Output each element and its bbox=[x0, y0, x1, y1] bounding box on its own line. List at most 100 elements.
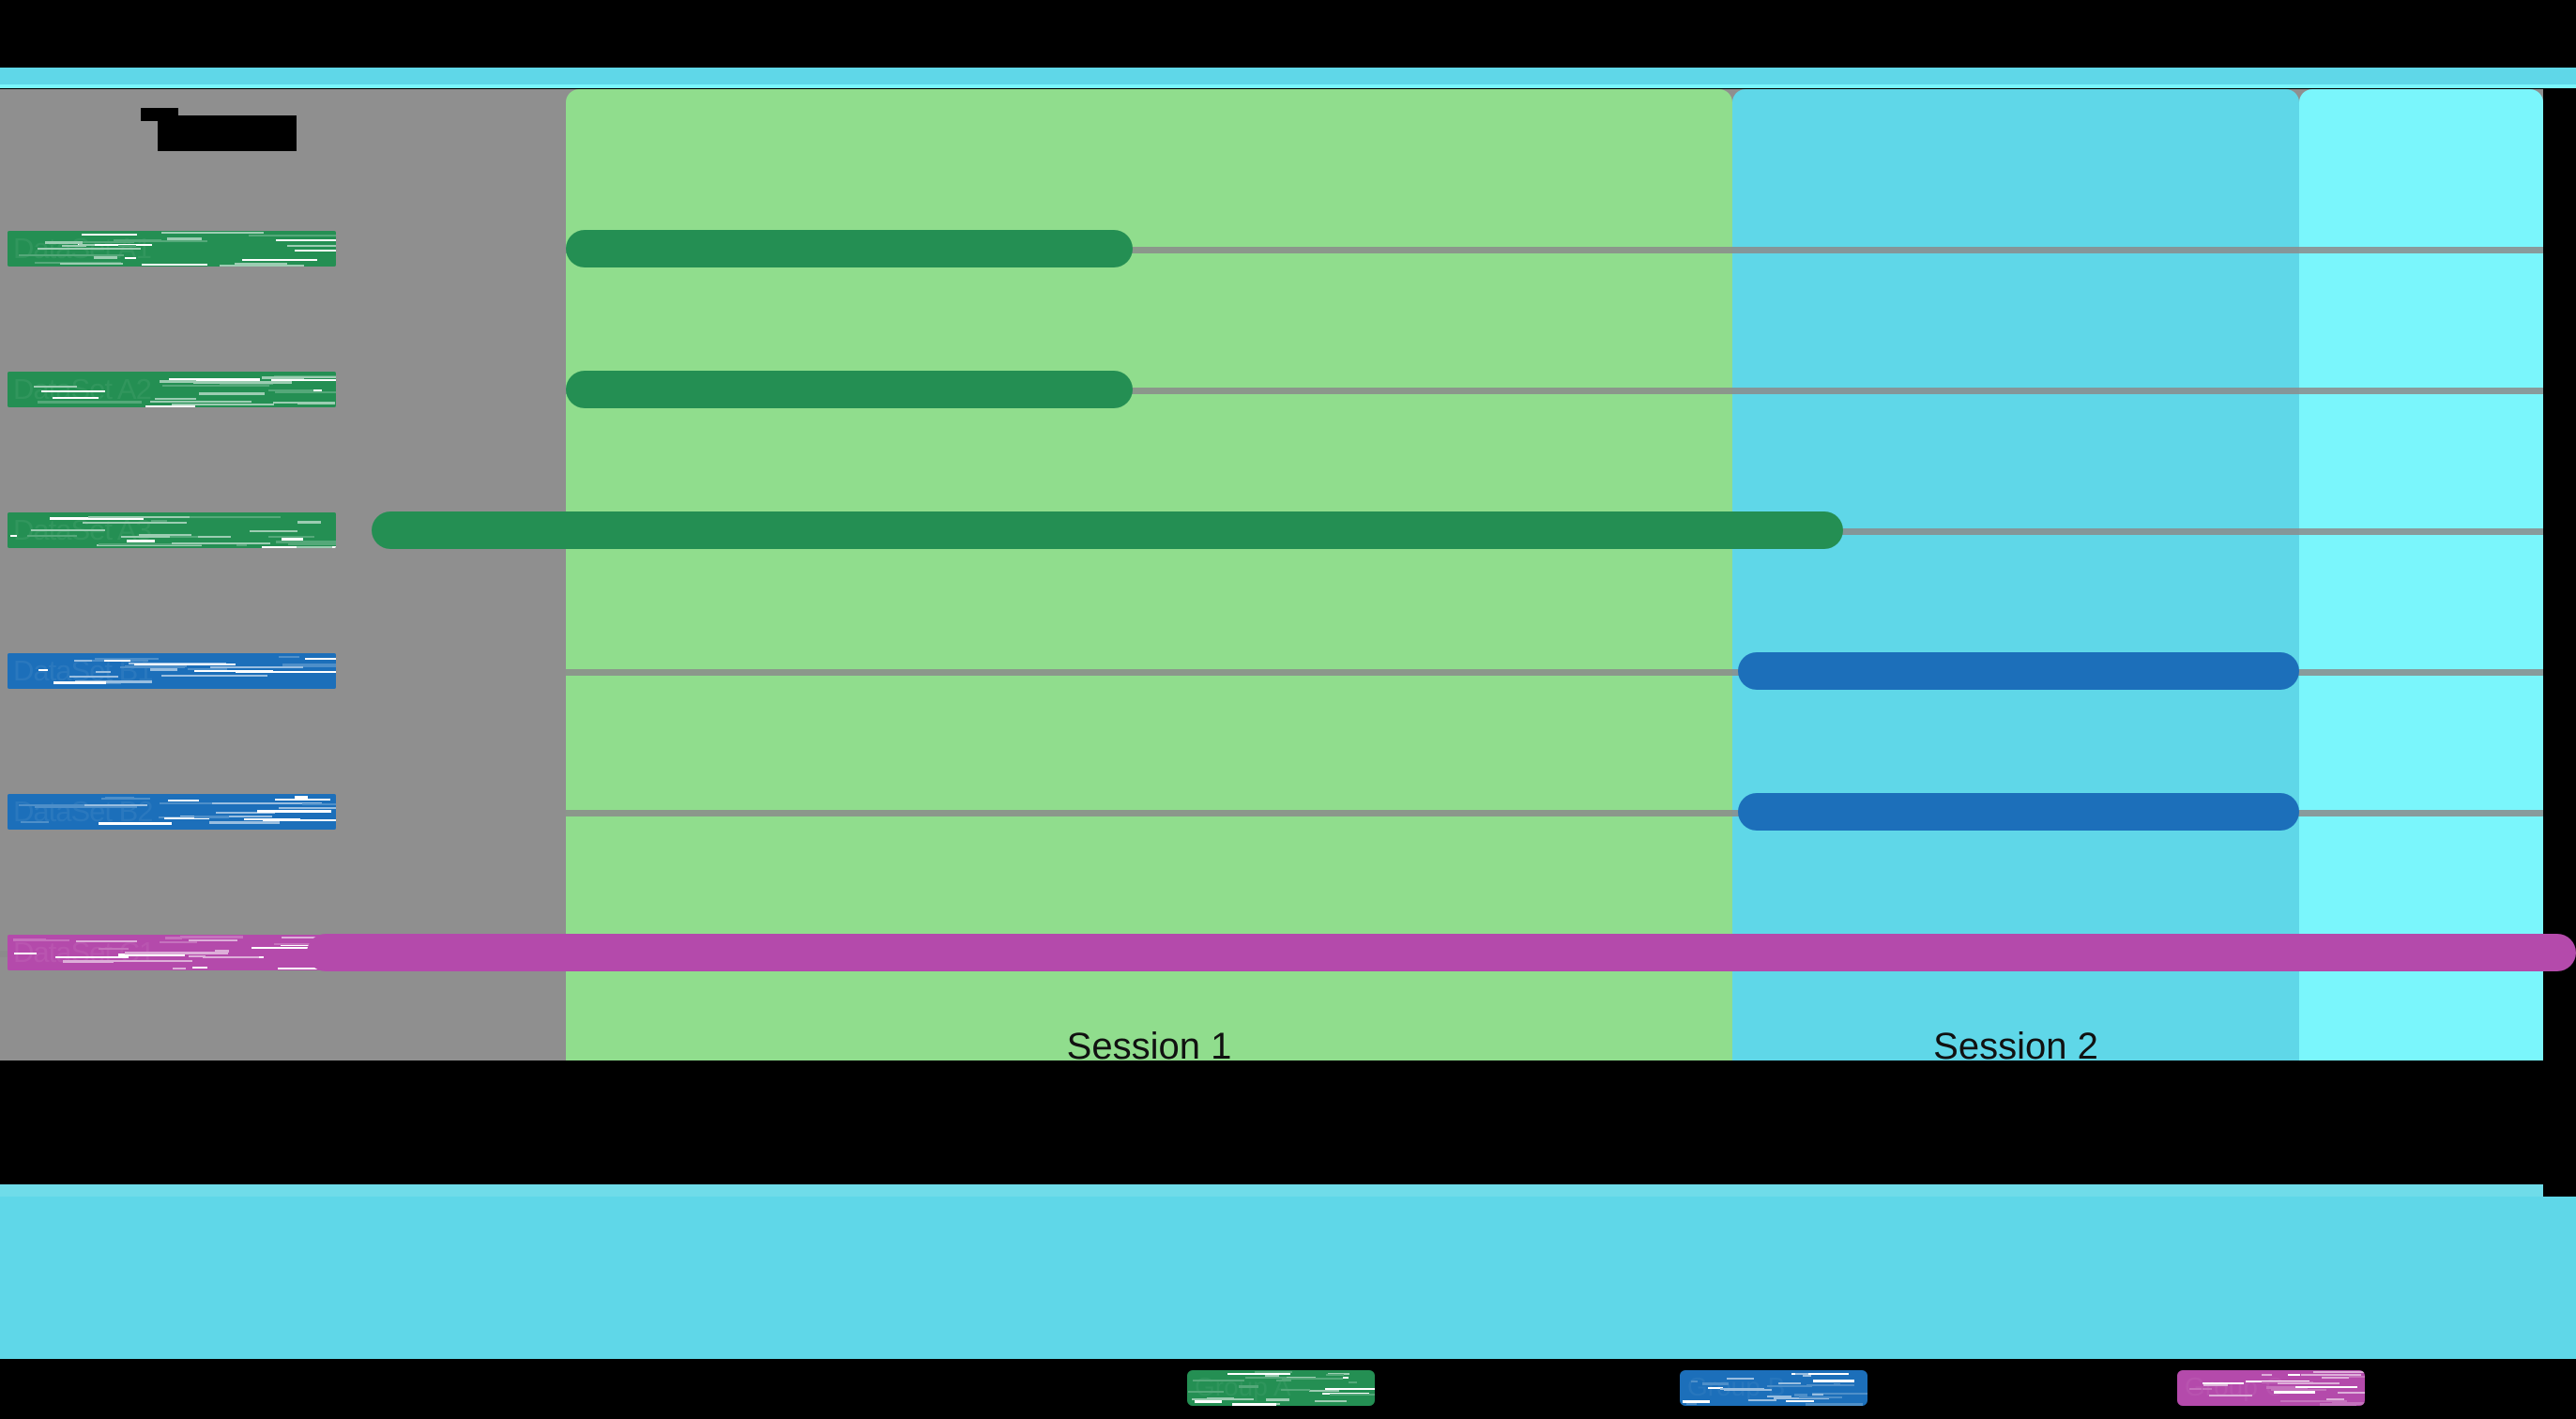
label-obscure-streak bbox=[55, 956, 129, 958]
label-obscure-streak bbox=[162, 385, 269, 387]
label-obscure-streak bbox=[1767, 1396, 1791, 1397]
label-obscure-streak bbox=[2280, 1400, 2327, 1402]
label-obscure-streak bbox=[95, 658, 159, 660]
legend-swatch: Group A bbox=[1187, 1370, 1375, 1406]
row-label-dataset-a2[interactable]: DataSet A2 bbox=[8, 372, 336, 407]
session-label-2: Session 2 bbox=[1933, 1025, 2098, 1067]
label-obscure-streak bbox=[2189, 1388, 2202, 1390]
label-obscure-streak bbox=[125, 257, 136, 259]
top-accent-strip bbox=[0, 68, 2576, 84]
label-obscure-streak bbox=[173, 968, 186, 969]
label-obscure-streak bbox=[1315, 1400, 1347, 1402]
label-obscure-streak bbox=[14, 953, 37, 954]
row-label-dataset-b2[interactable]: DataSet B2 bbox=[8, 794, 336, 830]
row-gridline bbox=[566, 388, 2543, 394]
label-obscure-streak bbox=[276, 541, 336, 543]
row-label-dataset-b1[interactable]: DataSet B1 bbox=[8, 653, 336, 689]
label-obscure-streak bbox=[295, 796, 308, 799]
label-obscure-streak bbox=[1702, 1382, 1729, 1385]
label-obscure-streak bbox=[41, 939, 69, 941]
label-obscure-streak bbox=[168, 800, 199, 801]
label-obscure-streak bbox=[102, 960, 192, 962]
label-obscure-streak bbox=[275, 391, 336, 393]
label-obscure-streak bbox=[1309, 1390, 1339, 1392]
label-obscure-streak bbox=[2299, 1386, 2348, 1388]
chart-title-redacted-tail bbox=[141, 108, 178, 121]
timeline-bar-dataset-b1[interactable] bbox=[1738, 652, 2299, 690]
legend-swatch: Group C bbox=[2177, 1370, 2365, 1406]
label-obscure-streak bbox=[293, 665, 336, 667]
label-obscure-streak bbox=[169, 378, 260, 381]
label-obscure-streak bbox=[1276, 1380, 1291, 1381]
timeline-bar-dataset-a3[interactable] bbox=[372, 511, 1843, 549]
label-obscure-streak bbox=[249, 235, 336, 236]
timeline-bar-dataset-c1[interactable] bbox=[307, 934, 2576, 971]
label-obscure-streak bbox=[1265, 1375, 1279, 1377]
label-obscure-streak bbox=[1349, 1381, 1357, 1383]
timeline-bar-dataset-b2[interactable] bbox=[1738, 793, 2299, 831]
label-obscure-streak bbox=[2349, 1376, 2365, 1378]
label-obscure-streak bbox=[120, 666, 185, 668]
timeline-bar-dataset-a1[interactable] bbox=[566, 230, 1133, 267]
label-obscure-streak bbox=[297, 546, 332, 548]
label-obscure-streak bbox=[2203, 1382, 2244, 1384]
label-obscure-streak bbox=[21, 821, 49, 823]
label-obscure-streak bbox=[73, 804, 147, 806]
legend-item-1[interactable]: Group A bbox=[1187, 1359, 1384, 1419]
legend-label: Group B bbox=[1687, 1372, 1786, 1401]
label-obscure-streak bbox=[139, 534, 191, 536]
label-obscure-streak bbox=[1282, 1378, 1343, 1380]
label-obscure-streak bbox=[1239, 1385, 1258, 1388]
label-obscure-streak bbox=[236, 544, 247, 546]
label-obscure-streak bbox=[99, 948, 129, 950]
label-obscure-streak bbox=[118, 954, 185, 956]
row-label-dataset-a1[interactable]: DataSet A1 bbox=[8, 231, 336, 267]
label-obscure-streak bbox=[125, 952, 228, 954]
label-obscure-streak bbox=[192, 967, 207, 969]
label-obscure-streak bbox=[38, 669, 48, 671]
legend-item-3[interactable]: Group C bbox=[2177, 1359, 2374, 1419]
label-obscure-streak bbox=[2322, 1377, 2349, 1379]
label-obscure-streak bbox=[127, 540, 155, 542]
legend-item-2[interactable]: Group B bbox=[1680, 1359, 1877, 1419]
row-label-dataset-c1[interactable]: DataSet C1 bbox=[8, 935, 336, 970]
label-obscure-streak bbox=[189, 939, 237, 941]
label-obscure-streak bbox=[1786, 1400, 1814, 1402]
label-obscure-streak bbox=[1835, 1393, 1867, 1395]
label-obscure-streak bbox=[99, 822, 172, 825]
label-obscure-streak bbox=[194, 670, 273, 672]
label-obscure-streak bbox=[161, 232, 264, 234]
label-obscure-streak bbox=[118, 245, 136, 247]
label-obscure-streak bbox=[1813, 1380, 1854, 1382]
label-obscure-streak bbox=[242, 259, 317, 261]
label-obscure-streak bbox=[170, 536, 198, 538]
label-obscure-streak bbox=[210, 666, 303, 668]
label-obscure-streak bbox=[19, 254, 124, 256]
label-obscure-streak bbox=[160, 941, 197, 943]
label-obscure-streak bbox=[45, 241, 83, 244]
label-obscure-streak bbox=[282, 664, 336, 666]
label-obscure-streak bbox=[276, 239, 336, 241]
label-obscure-streak bbox=[145, 405, 195, 407]
chart-row: DataSet B1 bbox=[0, 601, 2543, 741]
row-label-dataset-a3[interactable]: DataSet A3 bbox=[8, 512, 336, 548]
label-obscure-streak bbox=[1330, 1394, 1375, 1396]
label-obscure-streak bbox=[2271, 1389, 2326, 1391]
label-obscure-streak bbox=[302, 803, 336, 805]
label-obscure-streak bbox=[188, 668, 227, 670]
label-obscure-streak bbox=[1767, 1385, 1812, 1387]
label-obscure-streak bbox=[53, 681, 106, 684]
label-obscure-streak bbox=[1188, 1391, 1224, 1393]
label-obscure-streak bbox=[282, 538, 303, 541]
label-obscure-streak bbox=[2288, 1374, 2300, 1376]
label-obscure-streak bbox=[142, 264, 207, 266]
label-obscure-streak bbox=[1192, 1398, 1254, 1400]
label-obscure-streak bbox=[1724, 1389, 1772, 1391]
label-obscure-streak bbox=[2313, 1371, 2365, 1373]
label-obscure-streak bbox=[305, 658, 336, 660]
label-obscure-streak bbox=[199, 392, 265, 395]
row-gridline bbox=[566, 247, 2543, 253]
label-obscure-streak bbox=[1799, 1396, 1842, 1398]
timeline-bar-dataset-a2[interactable] bbox=[566, 371, 1133, 408]
